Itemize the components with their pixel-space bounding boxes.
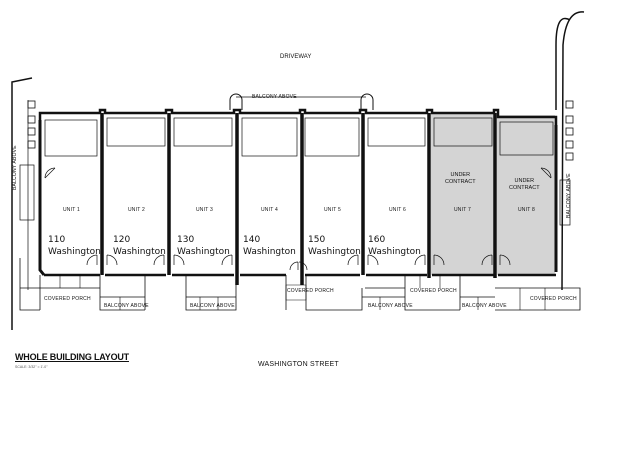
unit-2-label: UNIT 2 bbox=[128, 207, 145, 213]
outer-wall-left bbox=[38, 120, 46, 276]
right-arch bbox=[360, 93, 374, 110]
unit-8-label: UNIT 8 bbox=[518, 207, 535, 213]
right-side-balcony-label: BALCONY ABOVE bbox=[566, 173, 572, 218]
unit-1-address-street: Washington bbox=[48, 247, 101, 257]
unit-7-status-line2: CONTRACT bbox=[445, 179, 476, 185]
unit-5-label: UNIT 5 bbox=[324, 207, 341, 213]
porch-label-3: COVERED PORCH bbox=[410, 288, 457, 294]
porch-label-4: COVERED PORCH bbox=[530, 296, 577, 302]
unit-2-address-number: 120 bbox=[113, 235, 131, 245]
unit-7-shading bbox=[431, 113, 494, 275]
unit-5-address-number: 150 bbox=[308, 235, 326, 245]
driveway-label: DRIVEWAY bbox=[280, 54, 312, 60]
unit-4-label: UNIT 4 bbox=[261, 207, 278, 213]
outer-wall-top bbox=[38, 108, 558, 125]
unit-4-address-number: 140 bbox=[243, 235, 261, 245]
unit-6-label: UNIT 6 bbox=[389, 207, 406, 213]
top-balcony-label: BALCONY ABOVE bbox=[252, 94, 297, 100]
porch-posts bbox=[59, 275, 546, 310]
unit-8-status-line1: UNDER bbox=[514, 178, 535, 184]
drawing-title: WHOLE BUILDING LAYOUT bbox=[15, 352, 129, 362]
unit-3-label: UNIT 3 bbox=[196, 207, 213, 213]
unit-2-address: 120 Washington bbox=[113, 234, 166, 258]
unit-5-address-street: Washington bbox=[308, 247, 361, 257]
unit-3-address-street: Washington bbox=[177, 247, 230, 257]
unit-8-shading bbox=[497, 115, 555, 275]
unit-1-address: 110 Washington bbox=[48, 234, 101, 258]
bottom-balcony-label-3: BALCONY ABOVE bbox=[368, 303, 413, 309]
unit-6-address-street: Washington bbox=[368, 247, 421, 257]
bottom-balcony-label-4: BALCONY ABOVE bbox=[462, 303, 507, 309]
street-label: WASHINGTON STREET bbox=[258, 361, 339, 368]
left-side-balcony-label: BALCONY ABOVE bbox=[12, 145, 18, 190]
unit-1-address-number: 110 bbox=[48, 235, 66, 245]
porch-label-2: COVERED PORCH bbox=[287, 288, 334, 294]
unit-1-label: UNIT 1 bbox=[63, 207, 80, 213]
party-walls bbox=[100, 113, 497, 285]
unit-8-status-line2: CONTRACT bbox=[509, 185, 540, 191]
porch-label-1: COVERED PORCH bbox=[44, 296, 91, 302]
bottom-balcony-label-1: BALCONY ABOVE bbox=[104, 303, 149, 309]
unit-6-address: 160 Washington bbox=[368, 234, 421, 258]
left-arch bbox=[229, 93, 243, 110]
bottom-balcony-label-2: BALCONY ABOVE bbox=[190, 303, 235, 309]
unit-7-status: UNDER CONTRACT bbox=[445, 172, 476, 186]
left-site-line bbox=[11, 77, 33, 330]
unit-7-label: UNIT 7 bbox=[454, 207, 471, 213]
unit-4-address-street: Washington bbox=[243, 247, 296, 257]
unit-2-address-street: Washington bbox=[113, 247, 166, 257]
unit-7-status-line1: UNDER bbox=[450, 172, 471, 178]
unit-3-address: 130 Washington bbox=[177, 234, 230, 258]
drawing-scale: SCALE: 3/32" = 1'-0" bbox=[15, 365, 48, 369]
unit-8-status: UNDER CONTRACT bbox=[509, 178, 540, 192]
unit-3-address-number: 130 bbox=[177, 235, 195, 245]
unit-4-address: 140 Washington bbox=[243, 234, 296, 258]
right-curb bbox=[555, 11, 585, 291]
unit-5-address: 150 Washington bbox=[308, 234, 361, 258]
unit-6-address-number: 160 bbox=[368, 235, 386, 245]
